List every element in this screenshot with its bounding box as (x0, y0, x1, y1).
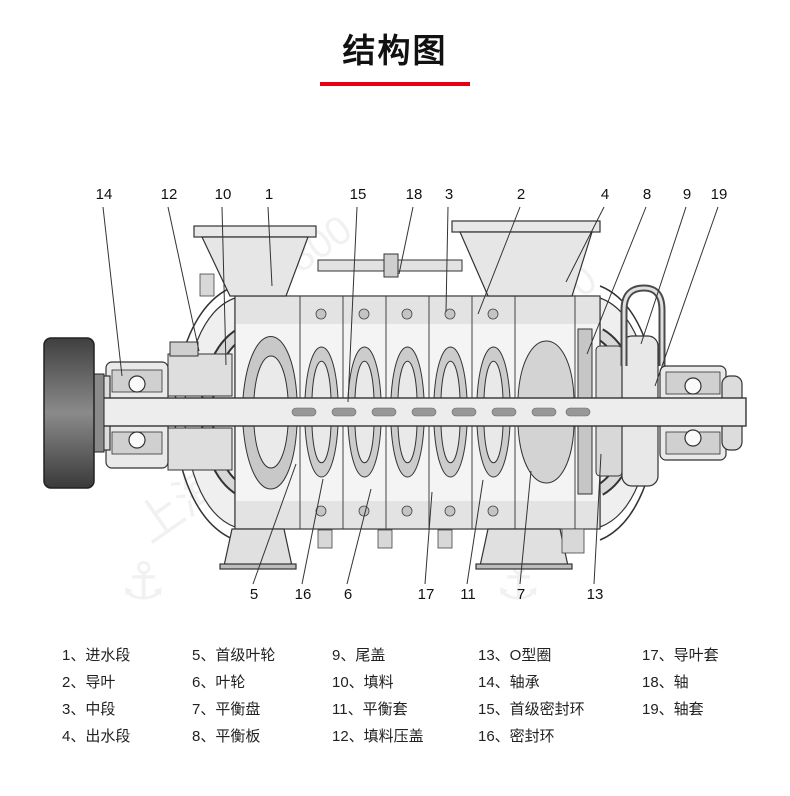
callout-9: 9 (682, 186, 692, 203)
legend-item: 18、轴 (642, 674, 689, 691)
inlet-section (193, 225, 317, 297)
stuffing-box (167, 341, 233, 471)
legend-column-4: 13、O型圈 14、轴承 15、首级密封环 16、密封环 (478, 642, 585, 750)
callout-7: 7 (516, 586, 526, 603)
legend-item: 13、O型圈 (478, 647, 552, 664)
callout-16: 16 (294, 586, 312, 603)
tie-rod (317, 253, 463, 278)
callout-12: 12 (160, 186, 178, 203)
callout-2: 2 (516, 186, 526, 203)
support-feet (219, 528, 573, 570)
callout-4: 4 (600, 186, 610, 203)
drain-plugs (317, 528, 585, 554)
coupling (43, 337, 105, 489)
balance-pipe (620, 284, 666, 366)
pump-structure-diagram: 上海 800 800 ⚓ ⚓ (43, 206, 747, 611)
legend-item: 9、尾盖 (332, 647, 386, 664)
legend-item: 7、平衡盘 (192, 701, 261, 718)
legend-item: 14、轴承 (478, 674, 540, 691)
parts-legend: 1、进水段 2、导叶 3、中段 4、出水段 5、首级叶轮 6、叶轮 7、平衡盘 … (0, 642, 790, 772)
callout-10: 10 (214, 186, 232, 203)
legend-item: 11、平衡套 (332, 701, 408, 718)
callout-18: 18 (405, 186, 423, 203)
first-stage-impeller (242, 336, 298, 490)
legend-item: 1、进水段 (62, 647, 131, 664)
anchor-logo-icon: ⚓ (120, 553, 167, 611)
discharge-section (451, 220, 601, 297)
legend-column-2: 5、首级叶轮 6、叶轮 7、平衡盘 8、平衡板 (192, 642, 275, 750)
impeller-stages (304, 346, 511, 478)
diffuser-channels (315, 308, 499, 517)
shaft (95, 397, 747, 427)
callout-8: 8 (642, 186, 652, 203)
legend-item: 6、叶轮 (192, 674, 246, 691)
title-underline (320, 82, 470, 86)
callout-3: 3 (444, 186, 454, 203)
legend-item: 5、首级叶轮 (192, 647, 276, 664)
callout-1: 1 (264, 186, 274, 203)
shaft-keyways (291, 407, 591, 417)
callout-5: 5 (249, 586, 259, 603)
callout-6: 6 (343, 586, 353, 603)
legend-item: 3、中段 (62, 701, 116, 718)
legend-item: 2、导叶 (62, 674, 116, 691)
callout-17: 17 (417, 586, 435, 603)
callout-15: 15 (349, 186, 367, 203)
callout-11: 11 (460, 586, 476, 603)
legend-item: 16、密封环 (478, 728, 555, 745)
legend-item: 12、填料压盖 (332, 728, 424, 745)
legend-item: 4、出水段 (62, 728, 131, 745)
legend-item: 17、导叶套 (642, 647, 719, 664)
callout-19: 19 (710, 186, 728, 203)
legend-item: 10、填料 (332, 674, 394, 691)
leader-lines (102, 206, 719, 585)
discharge-chamber (517, 340, 575, 484)
callout-13: 13 (586, 586, 604, 603)
legend-column-5: 17、导叶套 18、轴 19、轴套 (642, 642, 719, 723)
legend-item: 19、轴套 (642, 701, 704, 718)
callout-14: 14 (95, 186, 113, 203)
page-title: 结构图 (342, 32, 448, 69)
bearing-balls (128, 375, 702, 449)
legend-column-3: 9、尾盖 10、填料 11、平衡套 12、填料压盖 (332, 642, 424, 750)
legend-column-1: 1、进水段 2、导叶 3、中段 4、出水段 (62, 642, 130, 750)
legend-item: 8、平衡板 (192, 728, 261, 745)
legend-item: 15、首级密封环 (478, 701, 585, 718)
